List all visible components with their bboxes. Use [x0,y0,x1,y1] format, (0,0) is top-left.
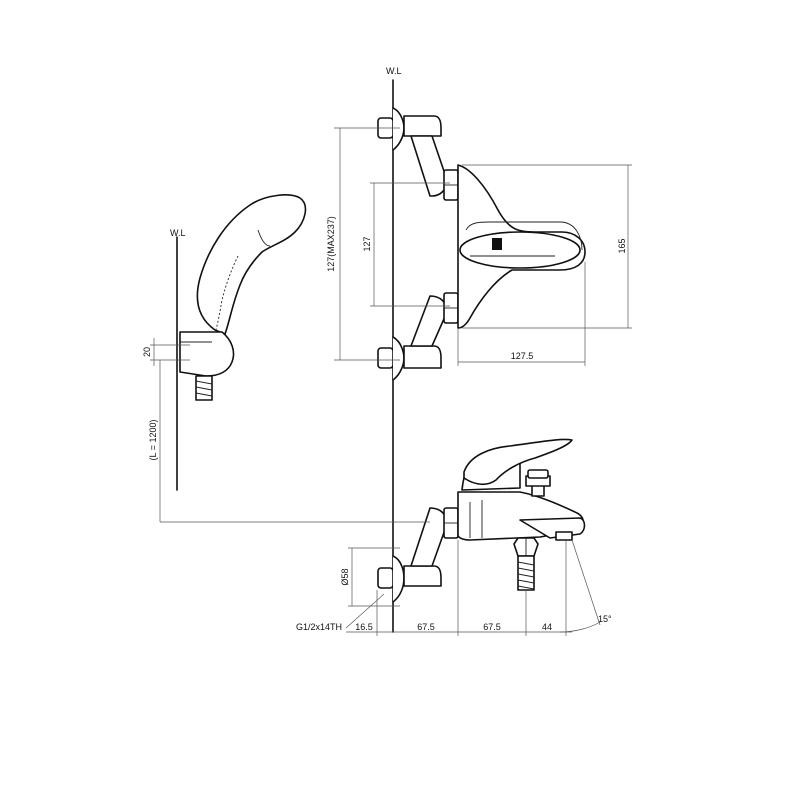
label-hose-length: (L = 1200) [148,420,158,461]
label-holder-20: 20 [142,347,152,357]
label-67-5-b: 67.5 [483,622,501,632]
label-thread: G1/2x14TH [296,622,342,632]
eccentric-front [377,567,394,589]
shower-head [196,194,307,335]
aerator [555,531,573,541]
shower-holder [179,331,235,377]
hand-shower [179,194,307,401]
lever-front [463,438,573,486]
label-44: 44 [542,622,552,632]
dimension-lines [150,127,632,636]
label-wall-line-left: W.L [170,228,186,238]
label-angle: 15° [598,614,612,624]
hose-outlet-pipe [517,555,535,591]
label-height-body: 165 [617,238,627,253]
label-depth-top: 127.5 [511,351,534,361]
shower-hose-end [195,375,213,401]
label-height-inner: 127 [362,236,372,251]
eccentric-connector-top [377,107,448,197]
label-height-total: 127(MAX237) [326,216,336,272]
label-diameter: Ø58 [340,568,350,585]
label-67-5-a: 67.5 [417,622,435,632]
brand-logo-mark [492,238,502,250]
label-16-5: 16.5 [355,622,373,632]
lever-top [459,231,581,269]
label-wall-line-top: W.L [386,66,402,76]
mixer-front-view [377,438,586,603]
dimension-labels: W.L W.L 127(MAX237) 127 165 127.5 20 (L … [142,66,627,632]
eccentric-connector-bottom [377,295,448,381]
mixer-top-view [377,107,586,381]
